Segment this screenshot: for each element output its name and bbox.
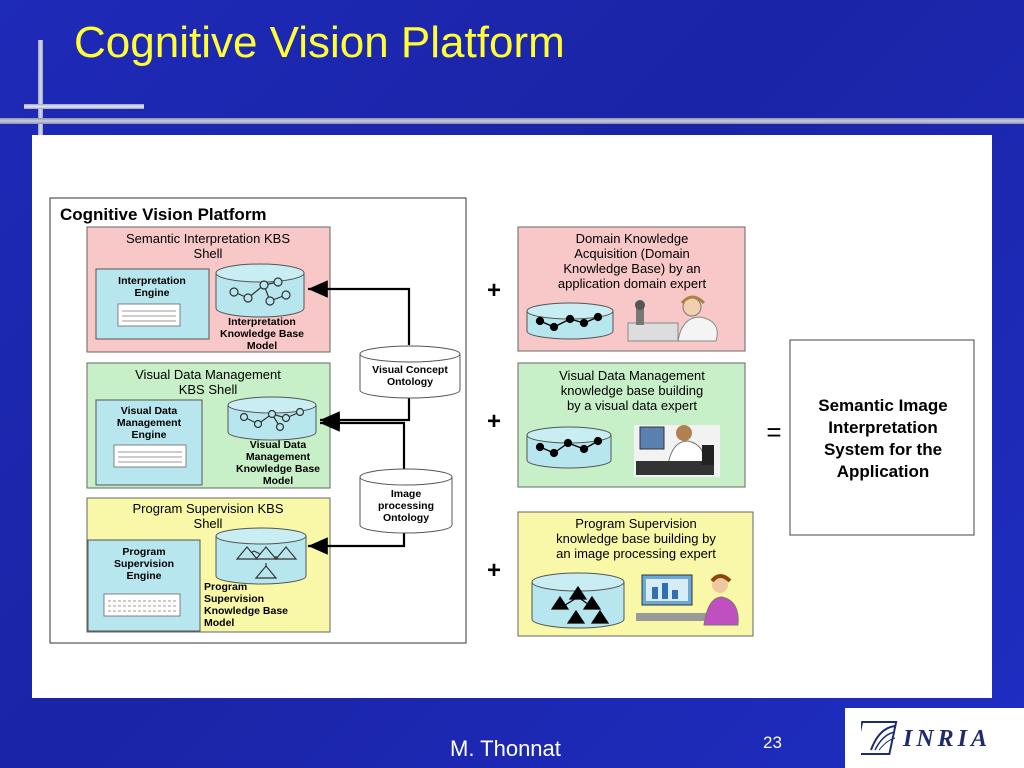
expert-label: Program Supervision <box>575 516 696 531</box>
ontology-label: processing <box>378 500 434 512</box>
kb-label: Model <box>204 617 234 629</box>
visual-concept-ontology: Visual Concept Ontology <box>359 345 461 399</box>
visual-data-expert-box: Visual Data Management knowledge base bu… <box>517 362 746 488</box>
image-processing-ontology: Image processing Ontology <box>359 468 453 534</box>
database-cylinder-icon <box>215 263 305 318</box>
kb-label: Supervision <box>204 593 264 605</box>
kb-label: Management <box>246 451 311 463</box>
image-processing-expert-box: Program Supervision knowledge base build… <box>517 511 754 637</box>
kb-label: Model <box>247 340 277 352</box>
decorative-divider <box>0 118 1024 124</box>
expert-label: application domain expert <box>558 276 707 291</box>
result-label: System for the <box>824 440 942 459</box>
logo-text: INRIA <box>903 726 992 752</box>
decorative-short-bar <box>24 104 144 109</box>
engine-label: Management <box>117 417 182 429</box>
plus-sign: + <box>487 277 501 304</box>
shell-title-line: Semantic Interpretation KBS <box>126 231 290 246</box>
database-cylinder-icon <box>526 426 612 469</box>
shell-title-line: Program Supervision KBS <box>132 501 283 516</box>
engine-label: Interpretation <box>118 275 186 287</box>
shell-title-line: Shell <box>194 246 223 261</box>
semantic-shell: Semantic Interpretation KBS Shell Interp… <box>86 226 331 353</box>
network-graph-icon <box>239 407 305 432</box>
ontology-label: Ontology <box>383 512 429 524</box>
plus-sign: + <box>487 408 501 435</box>
scientist-microscope-icon <box>627 295 718 342</box>
diagram-canvas: Cognitive Vision Platform Semantic Inter… <box>49 197 975 644</box>
expert-label: by a visual data expert <box>567 398 697 413</box>
result-box: Semantic Image Interpretation System for… <box>789 339 975 536</box>
database-cylinder-icon <box>215 527 307 585</box>
kb-label: Visual Data <box>250 439 307 451</box>
document-icon <box>117 303 181 327</box>
engine-box <box>95 399 203 486</box>
connectors <box>308 280 411 555</box>
database-cylinder-icon <box>227 396 317 441</box>
decorative-vertical-bar <box>38 40 43 140</box>
engine-label: Engine <box>134 287 169 299</box>
kb-label: Interpretation <box>228 316 296 328</box>
network-graph-icon <box>229 277 291 306</box>
result-label: Semantic Image <box>818 396 947 415</box>
visual-data-shell: Visual Data Management KBS Shell Visual … <box>86 362 331 489</box>
expert-label: Acquisition (Domain <box>574 246 690 261</box>
logo-emblem-icon <box>861 721 898 755</box>
content-panel: Cognitive Vision Platform Semantic Inter… <box>32 135 992 698</box>
result-label: Application <box>837 462 930 481</box>
shell-title-line: KBS Shell <box>179 382 238 397</box>
ontology-label: Ontology <box>387 376 433 388</box>
expert-label: knowledge base building by <box>556 531 716 546</box>
ontology-label: Visual Concept <box>372 364 448 376</box>
engine-label: Engine <box>131 429 166 441</box>
engine-label: Engine <box>126 570 161 582</box>
triangle-tree-icon <box>235 546 298 579</box>
kb-label: Knowledge Base <box>236 463 320 475</box>
platform-title: Cognitive Vision Platform <box>60 205 267 224</box>
expert-label: knowledge base building <box>561 383 703 398</box>
ontology-label: Image <box>391 488 422 500</box>
inria-logo: INRIA <box>845 708 1024 768</box>
shell-title-line: Shell <box>194 516 223 531</box>
person-at-computer-icon <box>634 425 720 477</box>
expert-label: Knowledge Base) by an <box>563 261 700 276</box>
kb-label: Model <box>263 475 293 487</box>
program-supervision-shell: Program Supervision KBS Shell Program Su… <box>86 497 331 633</box>
person-at-computer-icon <box>636 574 739 626</box>
expert-label: an image processing expert <box>556 546 716 561</box>
equals-sign: = <box>766 417 781 447</box>
plus-sign: + <box>487 557 501 584</box>
database-cylinder-icon <box>526 302 614 340</box>
engine-label: Program <box>122 546 165 558</box>
shell-title-line: Visual Data Management <box>135 367 281 382</box>
footer-author: M. Thonnat <box>450 736 561 761</box>
expert-label: Domain Knowledge <box>576 231 689 246</box>
kb-label: Knowledge Base <box>204 605 288 617</box>
engine-label: Supervision <box>114 558 174 570</box>
page-number: 23 <box>763 733 782 752</box>
engine-label: Visual Data <box>121 405 178 417</box>
domain-expert-box: Domain Knowledge Acquisition (Domain Kno… <box>517 226 746 352</box>
database-cylinder-icon <box>531 572 625 629</box>
kb-label: Program <box>204 581 247 593</box>
slide-title: Cognitive Vision Platform <box>74 18 565 67</box>
result-label: Interpretation <box>828 418 938 437</box>
kb-label: Knowledge Base <box>220 328 304 340</box>
document-icon <box>103 593 181 617</box>
document-icon <box>113 444 187 468</box>
expert-label: Visual Data Management <box>559 368 705 383</box>
